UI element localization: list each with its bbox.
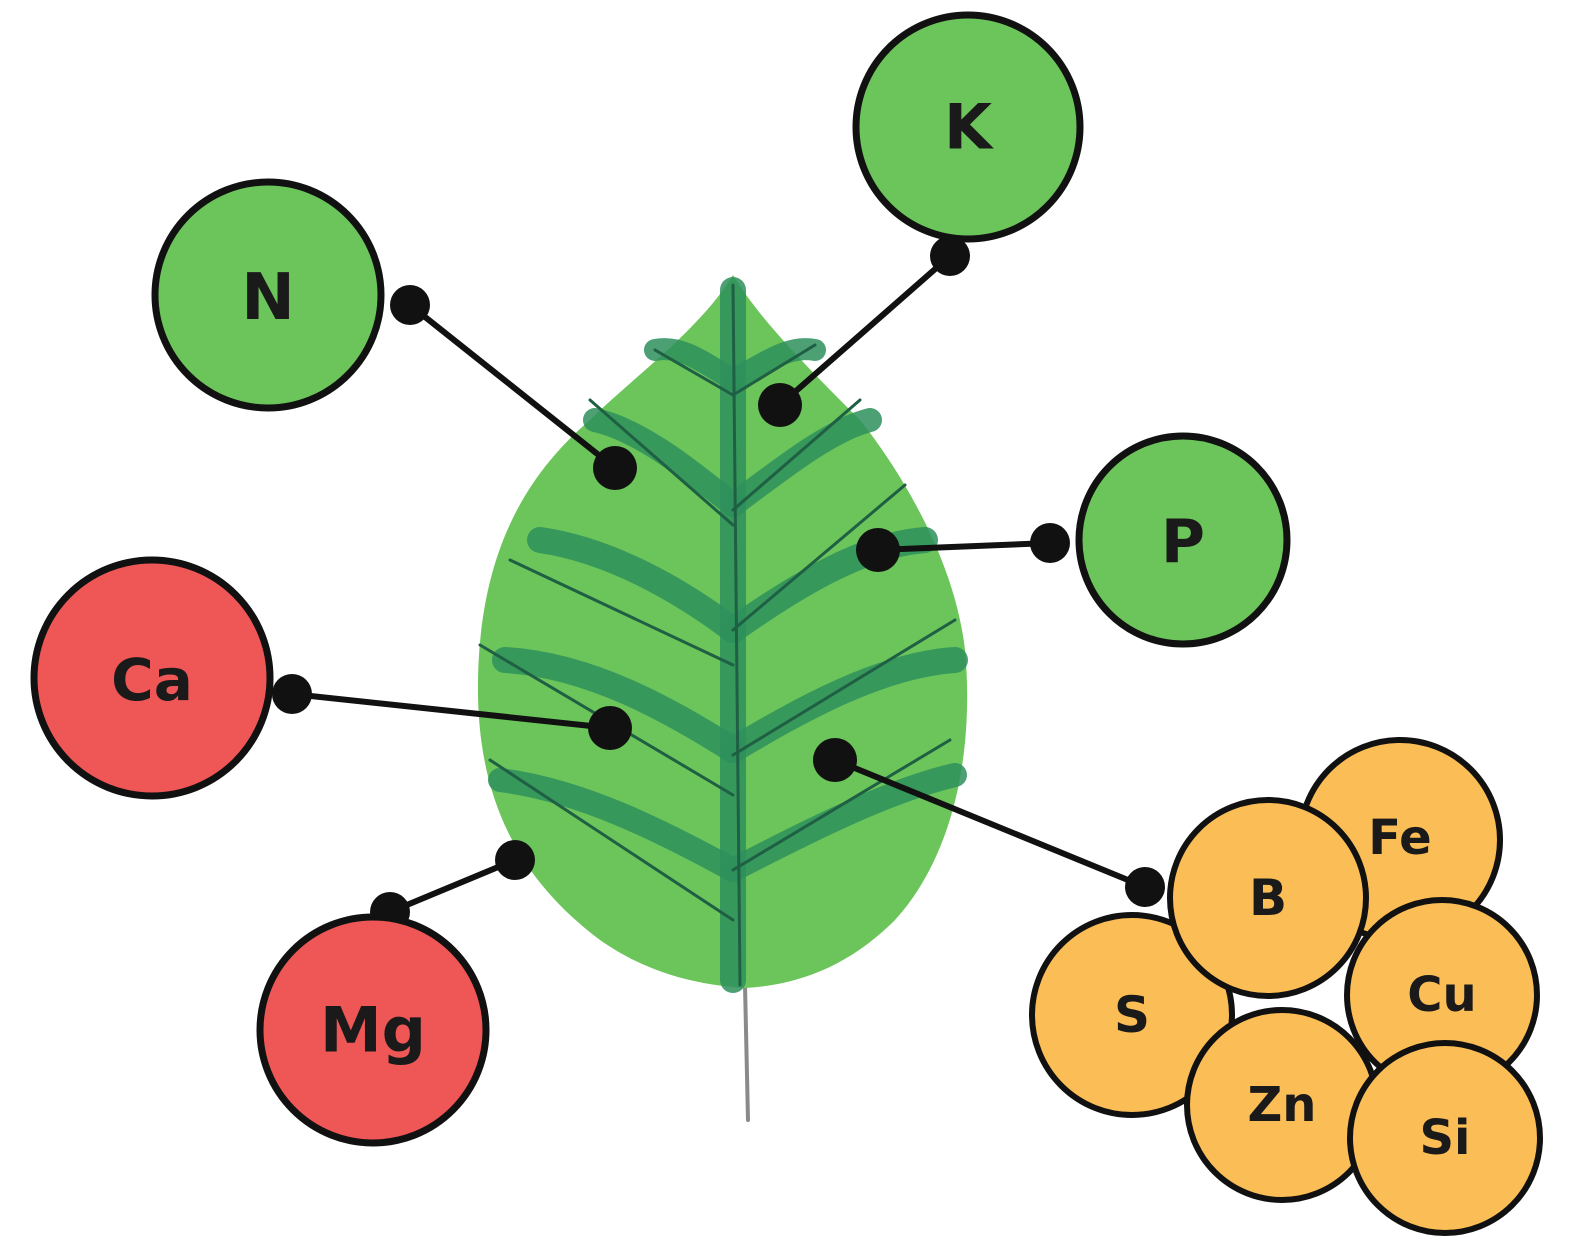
nutrient-p-label: P xyxy=(1161,507,1205,577)
nutrient-k: K xyxy=(852,11,1084,243)
nutrient-b: B xyxy=(1167,797,1369,999)
nutrient-si: Si xyxy=(1347,1040,1543,1236)
nutrient-cu: Cu xyxy=(1344,897,1540,1093)
nutrient-p: P xyxy=(1075,432,1291,648)
nutrient-zn-label: Zn xyxy=(1248,1077,1317,1133)
nutrient-cu-label: Cu xyxy=(1407,967,1476,1023)
nutrient-s-label: S xyxy=(1114,986,1150,1044)
nutrient-mg-label: Mg xyxy=(320,994,426,1067)
secondary-nutrient-group: Ca Mg xyxy=(30,556,490,1147)
nutrient-k-label: K xyxy=(944,91,994,164)
connectors xyxy=(272,236,1165,932)
nutrient-ca-label: Ca xyxy=(111,646,193,714)
nutrient-b-label: B xyxy=(1249,869,1287,927)
nutrient-s: S xyxy=(1029,912,1235,1118)
connector-p xyxy=(856,523,1070,572)
nutrient-n: N xyxy=(151,178,385,412)
primary-nutrient-group: N K P xyxy=(151,11,1291,648)
nutrient-si-label: Si xyxy=(1419,1110,1470,1166)
nutrient-mg: Mg xyxy=(256,913,490,1147)
connector-n xyxy=(390,285,637,490)
connector-ca xyxy=(272,674,632,750)
leaf-stem xyxy=(743,983,750,1122)
nutrient-n-label: N xyxy=(241,261,295,335)
nutrient-zn: Zn xyxy=(1184,1007,1380,1203)
leaf xyxy=(477,275,968,1122)
connector-micro xyxy=(813,738,1165,907)
nutrient-ca: Ca xyxy=(30,556,274,800)
connector-k xyxy=(758,236,970,427)
leaf-vein-bands xyxy=(488,277,968,993)
nutrient-fe-label: Fe xyxy=(1368,810,1431,866)
micro-nutrient-group: Fe S Cu B Zn Si xyxy=(1029,737,1543,1236)
